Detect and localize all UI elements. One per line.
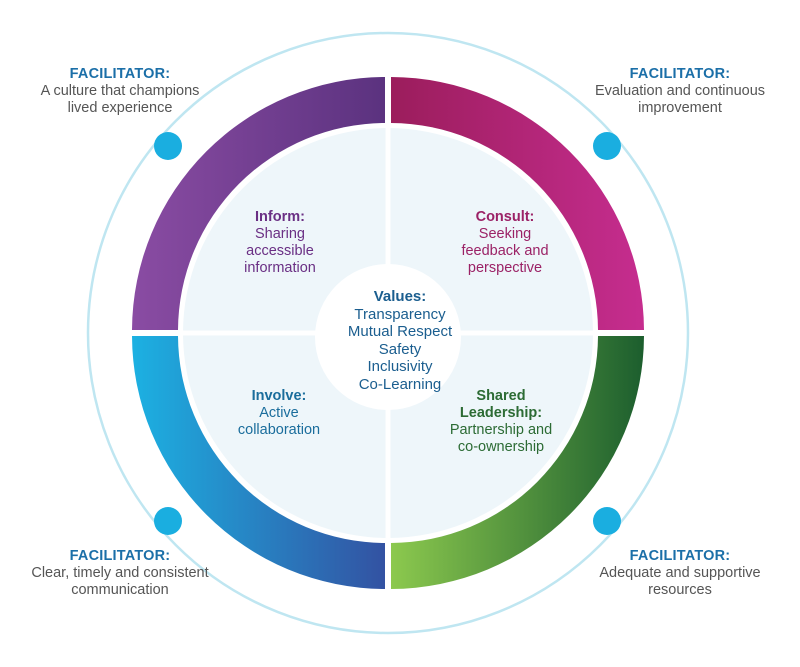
values-center-circle <box>315 264 461 410</box>
value-item: Safety <box>378 340 422 358</box>
involve-segment <box>132 336 385 589</box>
facilitator-top-left: FACILITATOR: A culture that champions li… <box>0 66 240 117</box>
consult-segment <box>391 77 644 330</box>
facilitator-dot-br <box>593 507 621 535</box>
facilitator-dot-tl <box>154 132 182 160</box>
consult-title: Consult: <box>475 209 535 225</box>
shared-leadership-text: Partnership and co-ownership <box>449 422 553 455</box>
consult-label: Consult: Seeking feedback and perspectiv… <box>425 209 585 277</box>
shared-leadership-label: Shared Leadership: Partnership and co-ow… <box>421 388 581 456</box>
facilitator-title: FACILITATOR: <box>629 66 731 82</box>
facilitator-title: FACILITATOR: <box>629 548 731 564</box>
values-title: Values: <box>373 288 427 305</box>
involve-title: Involve: <box>251 388 307 404</box>
facilitator-dot-tr <box>593 132 621 160</box>
facilitator-text: Adequate and supportive resources <box>599 565 761 598</box>
shared-leadership-segment <box>391 336 644 589</box>
facilitator-text: Evaluation and continuous improvement <box>594 83 766 116</box>
inform-segment <box>132 77 385 330</box>
involve-label: Involve: Active collaboration <box>199 388 359 439</box>
inform-text: Sharing accessible information <box>244 226 316 276</box>
facilitator-text: A culture that champions lived experienc… <box>40 83 200 116</box>
inform-title: Inform: <box>255 209 305 225</box>
value-item: Mutual Respect <box>347 323 453 340</box>
facilitator-text: Clear, timely and consistent communicati… <box>31 565 209 598</box>
shared-leadership-title: Shared Leadership: <box>459 388 543 421</box>
facilitator-dot-bl <box>154 507 182 535</box>
value-item: Co-Learning <box>358 375 442 393</box>
consult-text: Seeking feedback and perspective <box>461 226 549 276</box>
value-item: Transparency <box>354 305 446 323</box>
values-list: Values: Transparency Mutual Respect Safe… <box>325 288 475 393</box>
facilitator-bottom-right: FACILITATOR: Adequate and supportive res… <box>560 548 800 599</box>
facilitator-title: FACILITATOR: <box>69 66 171 82</box>
value-item: Inclusivity <box>367 358 433 375</box>
facilitator-top-right: FACILITATOR: Evaluation and continuous i… <box>560 66 800 117</box>
facilitator-title: FACILITATOR: <box>69 548 171 564</box>
involve-text: Active collaboration <box>237 405 321 438</box>
facilitator-bottom-left: FACILITATOR: Clear, timely and consisten… <box>0 548 240 599</box>
inform-label: Inform: Sharing accessible information <box>200 209 360 277</box>
outer-ring <box>86 31 690 635</box>
